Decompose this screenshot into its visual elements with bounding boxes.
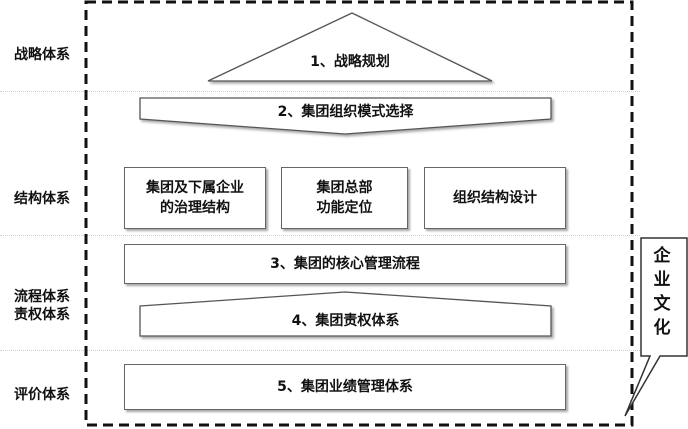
org-model-chevron — [139, 97, 552, 135]
governance-text: 集团及下属企业 的治理结构 — [124, 167, 266, 229]
org-model-label: 2、集团组织模式选择 — [277, 104, 414, 120]
strategy-planning-label: 1、战略规划 — [310, 54, 390, 70]
label-evaluation-system: 评价体系 — [14, 387, 70, 403]
separator-line — [0, 235, 640, 236]
performance-label: 5、集团业绩管理体系 — [277, 379, 413, 395]
hq-line2: 功能定位 — [316, 200, 373, 216]
responsibility-chevron — [139, 291, 552, 337]
hq-function-box — [281, 167, 408, 229]
dashed-boundary — [84, 0, 634, 427]
label-responsibility-system: 责权体系 — [14, 307, 70, 323]
culture-char: 文 — [653, 294, 671, 314]
enterprise-culture-callout: 企 业 文 化 — [640, 244, 684, 340]
culture-char: 企 — [653, 246, 671, 266]
responsibility-label: 4、集团责权体系 — [291, 313, 400, 329]
governance-line1: 集团及下属企业 — [146, 180, 244, 196]
separator-line — [0, 91, 640, 92]
label-structure-system: 结构体系 — [14, 191, 70, 207]
culture-char: 化 — [653, 318, 671, 338]
hq-function-text: 集团总部 功能定位 — [281, 167, 408, 229]
strategy-triangle — [207, 12, 493, 82]
performance-box — [124, 364, 566, 410]
org-design-text: 组织结构设计 — [453, 190, 537, 206]
core-process-label: 3、集团的核心管理流程 — [270, 256, 420, 272]
label-strategy-system: 战略体系 — [14, 47, 70, 63]
governance-box — [124, 167, 266, 229]
core-process-box — [124, 244, 566, 284]
label-process-system: 流程体系 — [14, 289, 70, 305]
governance-line2: 的治理结构 — [160, 200, 230, 216]
hq-line1: 集团总部 — [316, 180, 373, 196]
separator-line — [0, 350, 640, 351]
culture-char: 业 — [653, 270, 671, 290]
org-design-box — [424, 167, 566, 229]
culture-callout-shape — [624, 237, 688, 417]
